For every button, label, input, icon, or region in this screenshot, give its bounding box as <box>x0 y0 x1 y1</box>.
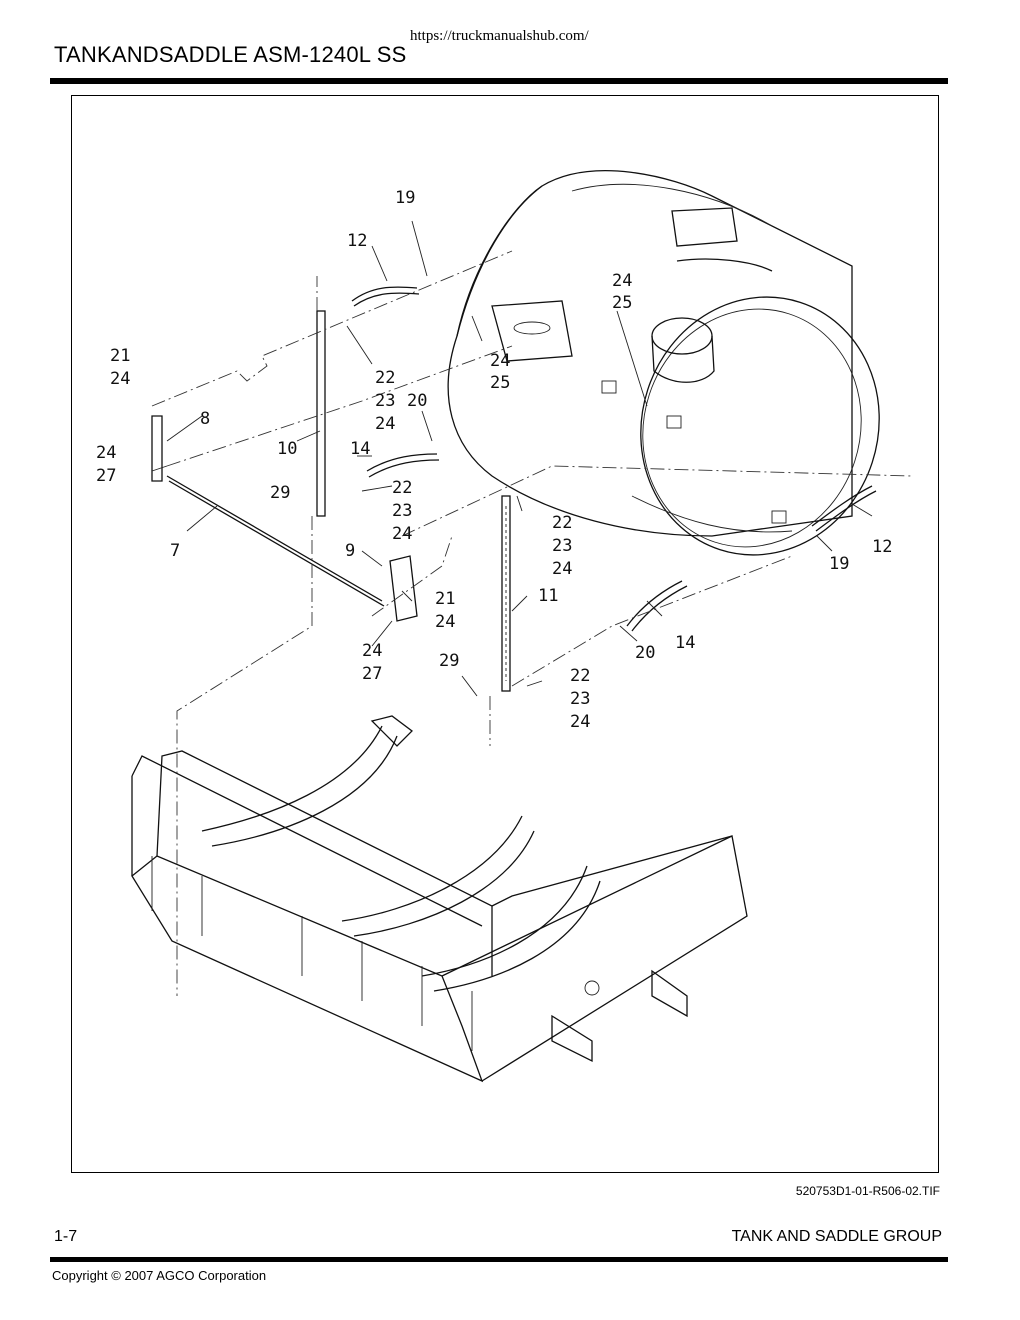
callout: 24 <box>96 443 116 463</box>
callout: 24 <box>552 559 572 579</box>
callout: 24 <box>435 612 455 632</box>
callout: 22 <box>552 513 572 533</box>
saddle-frame <box>131 715 748 1083</box>
callout: 24 <box>392 524 412 544</box>
callout: 25 <box>490 373 510 393</box>
callout: 20 <box>407 391 427 411</box>
callout: 23 <box>570 689 590 709</box>
copyright-notice: Copyright © 2007 AGCO Corporation <box>52 1268 267 1283</box>
callout: 11 <box>538 586 558 606</box>
callout: 25 <box>612 293 632 313</box>
sight-tubes <box>316 310 511 692</box>
callout: 19 <box>829 554 849 574</box>
header-rule <box>50 78 948 84</box>
parts-diagram-frame: 19 12 24 25 21 24 8 22 23 24 20 24 25 24… <box>71 95 939 1173</box>
callout: 29 <box>439 651 459 671</box>
callout: 7 <box>170 541 180 561</box>
footer-rule <box>50 1257 948 1262</box>
section-title: TANK AND SADDLE GROUP <box>731 1228 942 1245</box>
callout: 14 <box>675 633 695 653</box>
page-title: TANKANDSADDLE ASM-1240L SS <box>54 42 407 67</box>
callout: 24 <box>362 641 382 661</box>
tank-drawing <box>447 170 880 556</box>
callout: 10 <box>277 439 297 459</box>
hoses <box>351 286 877 632</box>
callout: 23 <box>375 391 395 411</box>
figure-file-id: 520753D1-01-R506-02.TIF <box>795 1184 940 1198</box>
leader-lines <box>151 220 873 697</box>
callout: 20 <box>635 643 655 663</box>
callouts: 19 12 24 25 21 24 8 22 23 24 20 24 25 24… <box>96 188 892 732</box>
source-url[interactable]: https://truckmanualshub.com/ <box>410 28 589 44</box>
callout: 24 <box>570 712 590 732</box>
callout: 24 <box>490 351 510 371</box>
callout: 22 <box>392 478 412 498</box>
callout: 27 <box>96 466 116 486</box>
callout: 24 <box>110 369 130 389</box>
callout: 29 <box>270 483 290 503</box>
callout: 24 <box>612 271 632 291</box>
callout: 22 <box>375 368 395 388</box>
callout: 22 <box>570 666 590 686</box>
callout: 21 <box>110 346 130 366</box>
callout: 12 <box>347 231 367 251</box>
callout: 14 <box>350 439 370 459</box>
page-number: 1-7 <box>54 1228 78 1245</box>
callout: 9 <box>345 541 355 561</box>
callout: 27 <box>362 664 382 684</box>
callout: 12 <box>872 537 892 557</box>
exploded-parts-diagram: 19 12 24 25 21 24 8 22 23 24 20 24 25 24… <box>96 170 913 1083</box>
center-lines <box>151 250 913 996</box>
callout: 8 <box>200 409 210 429</box>
callout: 21 <box>435 589 455 609</box>
callout: 24 <box>375 414 395 434</box>
callout: 23 <box>552 536 572 556</box>
callout: 23 <box>392 501 412 521</box>
rod-assembly <box>151 415 418 622</box>
callout: 19 <box>395 188 415 208</box>
